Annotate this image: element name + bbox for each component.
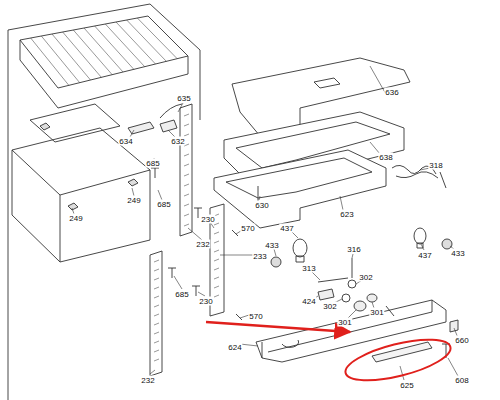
socket-433 bbox=[442, 239, 452, 249]
callout-number: 230 bbox=[200, 215, 215, 224]
callout-number: 233 bbox=[252, 252, 267, 261]
callout-number: 433 bbox=[450, 249, 465, 258]
callout-number: 570 bbox=[240, 224, 255, 233]
part-660 bbox=[450, 320, 458, 332]
knob-301 bbox=[367, 294, 377, 302]
callout-number: 634 bbox=[118, 137, 133, 146]
callout-number: 302 bbox=[322, 302, 337, 311]
housing-detail bbox=[282, 306, 394, 347]
bulb-base bbox=[296, 256, 304, 262]
callout-number: 608 bbox=[454, 376, 469, 385]
callout-number: 302 bbox=[358, 273, 373, 282]
callout-number: 685 bbox=[145, 159, 160, 168]
rail-holes bbox=[154, 114, 219, 361]
lower-compartment-edges bbox=[12, 150, 150, 262]
shelf-grid bbox=[20, 16, 188, 88]
callout-number: 635 bbox=[176, 94, 191, 103]
callout-number: 249 bbox=[68, 214, 83, 223]
callout-number: 570 bbox=[248, 312, 263, 321]
callout-number: 630 bbox=[254, 201, 269, 210]
washer-302 bbox=[348, 280, 356, 288]
leader-lines bbox=[72, 66, 458, 380]
callout-number: 316 bbox=[346, 245, 361, 254]
switch-634 bbox=[128, 122, 154, 134]
callout-number: 230 bbox=[198, 297, 213, 306]
knob-301 bbox=[354, 301, 366, 311]
callout-number: 632 bbox=[170, 137, 185, 146]
callout-number: 624 bbox=[227, 343, 242, 352]
washer-302 bbox=[342, 294, 350, 302]
callout-number: 424 bbox=[301, 297, 316, 306]
cabinet-wall bbox=[8, 30, 9, 400]
switch-424 bbox=[318, 289, 334, 300]
callout-number: 685 bbox=[174, 290, 189, 299]
callout-number: 437 bbox=[279, 224, 294, 233]
callout-number: 301 bbox=[337, 318, 352, 327]
callout-number: 437 bbox=[417, 251, 432, 260]
callout-number: 660 bbox=[454, 336, 469, 345]
housing-623 bbox=[214, 150, 386, 228]
clip-parts bbox=[40, 123, 138, 210]
bulb-base bbox=[417, 243, 423, 248]
callout-number: 313 bbox=[301, 264, 316, 273]
callout-number: 433 bbox=[264, 241, 279, 250]
shelf-frame bbox=[20, 40, 188, 108]
red-pointer-arrow bbox=[206, 322, 350, 332]
callout-number: 232 bbox=[195, 240, 210, 249]
shelf-wires bbox=[31, 18, 178, 85]
callout-number: 685 bbox=[156, 200, 171, 209]
callout-number: 301 bbox=[369, 308, 384, 317]
cover-slot bbox=[314, 78, 340, 88]
cabinet-ledge bbox=[30, 104, 120, 142]
red-highlight-ellipse bbox=[342, 331, 455, 388]
callout-number: 318 bbox=[428, 161, 443, 170]
callout-number: 636 bbox=[384, 88, 399, 97]
rail-232-lower bbox=[150, 251, 162, 376]
housing-624 bbox=[256, 300, 446, 362]
lower-compartment bbox=[12, 128, 150, 262]
cabinet-outline bbox=[8, 4, 200, 120]
callout-number: 623 bbox=[339, 210, 354, 219]
lens-625 bbox=[372, 342, 432, 362]
bulb-437 bbox=[414, 228, 426, 244]
socket-433 bbox=[271, 257, 281, 267]
callout-number: 232 bbox=[140, 376, 155, 385]
bulb-437 bbox=[293, 239, 307, 257]
callout-number: 249 bbox=[126, 196, 141, 205]
callout-number: 638 bbox=[378, 153, 393, 162]
pin-313 bbox=[318, 278, 348, 282]
rail-232-upper bbox=[180, 104, 192, 236]
housing-inner bbox=[226, 158, 372, 198]
callout-number: 625 bbox=[399, 381, 414, 390]
pin-316 bbox=[352, 258, 353, 278]
